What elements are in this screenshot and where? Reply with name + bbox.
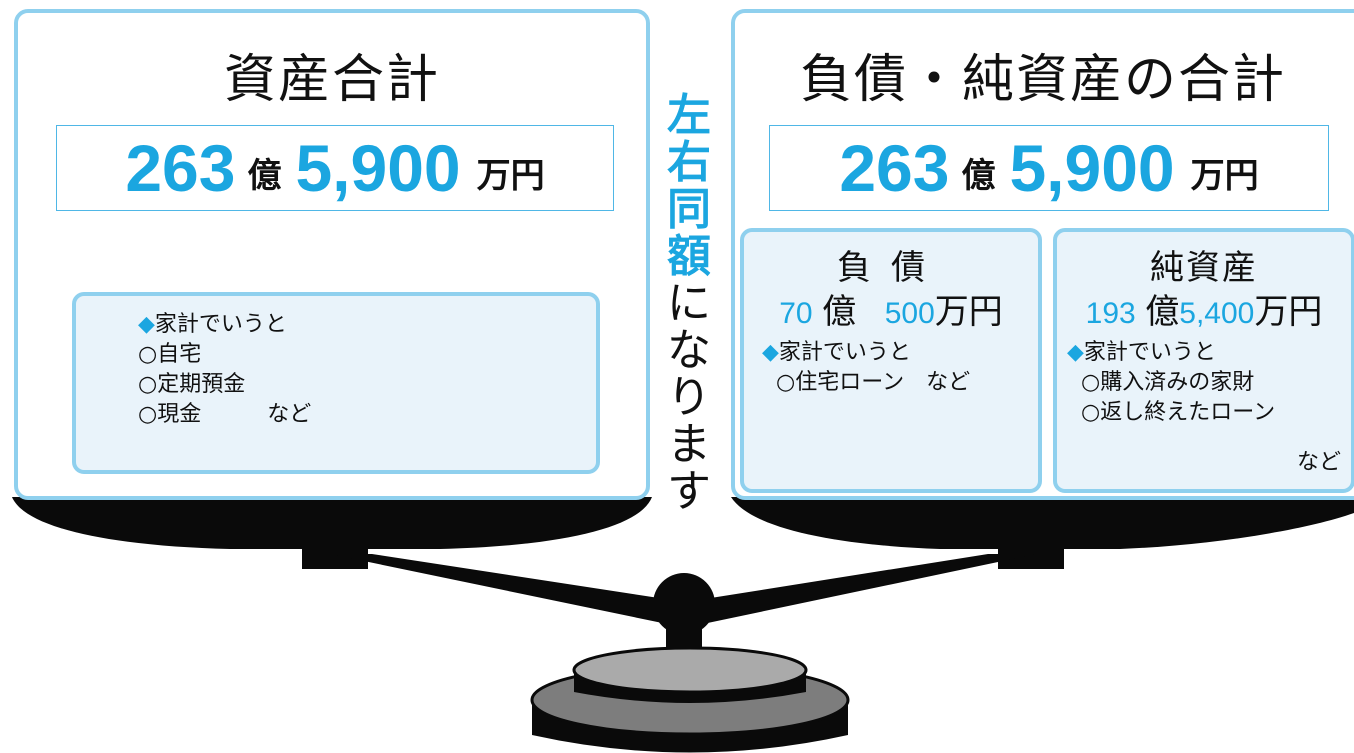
vertical-char: な <box>667 325 711 376</box>
le-total-oku: 263 <box>839 131 950 205</box>
net-assets-oku-unit: 億 <box>1145 292 1180 332</box>
vertical-char: 左 <box>667 90 711 141</box>
assets-example-heading: 家計でいうと <box>154 312 287 337</box>
net-assets-man: 5,400 <box>1179 297 1255 330</box>
net-assets-title: 純資産 <box>1150 248 1258 288</box>
liabilities-man-unit: 万円 <box>934 292 1003 332</box>
liabilities-equity-panel: 負債・純資産の合計 263 億 5,900 万円 負債 70 億 500万円 ◆… <box>731 9 1354 500</box>
net-assets-box: 純資産 193 億5,400万円 ◆家計でいうと ○購入済みの家財 ○返し終えた… <box>1053 228 1354 493</box>
left-arm <box>330 554 672 625</box>
right-pan <box>731 497 1354 549</box>
vertical-char: り <box>667 372 711 423</box>
assets-example-item: ○現金 など <box>138 402 312 427</box>
assets-total-man: 5,900 <box>295 131 461 205</box>
assets-title: 資産合計 <box>223 50 440 110</box>
liabilities-example-lines: ◆家計でいうと ○住宅ローン など <box>762 338 970 398</box>
net-assets-example-lines: ◆家計でいうと ○購入済みの家財 ○返し終えたローン <box>1067 338 1275 428</box>
liabilities-man: 500 <box>884 297 935 330</box>
vertical-char: に <box>667 278 711 329</box>
net-assets-amount: 193 億5,400万円 <box>1057 284 1351 333</box>
liabilities-oku-unit: 億 <box>822 292 857 332</box>
assets-example-lines: ◆家計でいうと ○自宅 ○定期預金 ○現金 など <box>138 310 311 430</box>
liabilities-amount: 70 億 500万円 <box>744 284 1038 333</box>
diamond-marker: ◆ <box>762 340 779 365</box>
vertical-char: ま <box>667 419 711 470</box>
liabilities-example-heading: 家計でいうと <box>778 340 911 365</box>
assets-total: 263 億 5,900 万円 <box>56 125 614 211</box>
net-assets-example-tail: など <box>1296 450 1341 475</box>
liabilities-oku: 70 <box>779 297 813 330</box>
vertical-char: 額 <box>667 231 711 282</box>
assets-household-example: ◆家計でいうと ○自宅 ○定期預金 ○現金 など <box>72 292 600 474</box>
left-pan <box>12 497 652 549</box>
liabilities-title: 負債 <box>837 248 945 288</box>
vertical-char: す <box>667 466 711 517</box>
vertical-char: 同 <box>667 184 711 235</box>
assets-total-man-unit: 万円 <box>476 155 545 196</box>
le-total-man-unit: 万円 <box>1190 155 1259 196</box>
net-assets-man-unit: 万円 <box>1254 292 1323 332</box>
diamond-marker: ◆ <box>1067 340 1084 365</box>
net-assets-oku: 193 <box>1085 297 1136 330</box>
le-total-man: 5,900 <box>1009 131 1175 205</box>
assets-example-item: ○自宅 <box>138 342 202 367</box>
assets-total-oku-unit: 億 <box>247 155 282 196</box>
liabilities-equity-title: 負債・純資産の合計 <box>799 50 1286 110</box>
liabilities-example-item: ○住宅ローン など <box>776 370 971 395</box>
net-assets-example-heading: 家計でいうと <box>1083 340 1216 365</box>
assets-panel: 資産合計 263 億 5,900 万円 ◆家計でいうと ○自宅 ○定期預金 ○現… <box>14 9 650 500</box>
base-top-face <box>572 646 808 694</box>
net-assets-example-item: ○購入済みの家財 <box>1081 370 1255 395</box>
diamond-marker: ◆ <box>138 312 155 337</box>
vertical-char: 右 <box>667 137 711 188</box>
le-total-oku-unit: 億 <box>961 155 996 196</box>
net-assets-example-item: ○返し終えたローン <box>1081 400 1276 425</box>
liabilities-box: 負債 70 億 500万円 ◆家計でいうと ○住宅ローン など <box>740 228 1042 493</box>
assets-total-oku: 263 <box>125 131 236 205</box>
right-arm <box>698 554 1036 625</box>
liabilities-equity-total: 263 億 5,900 万円 <box>769 125 1329 211</box>
assets-example-item: ○定期預金 <box>138 372 246 397</box>
equal-amount-label: 左 右 同 額 に な り ま す <box>657 92 721 515</box>
